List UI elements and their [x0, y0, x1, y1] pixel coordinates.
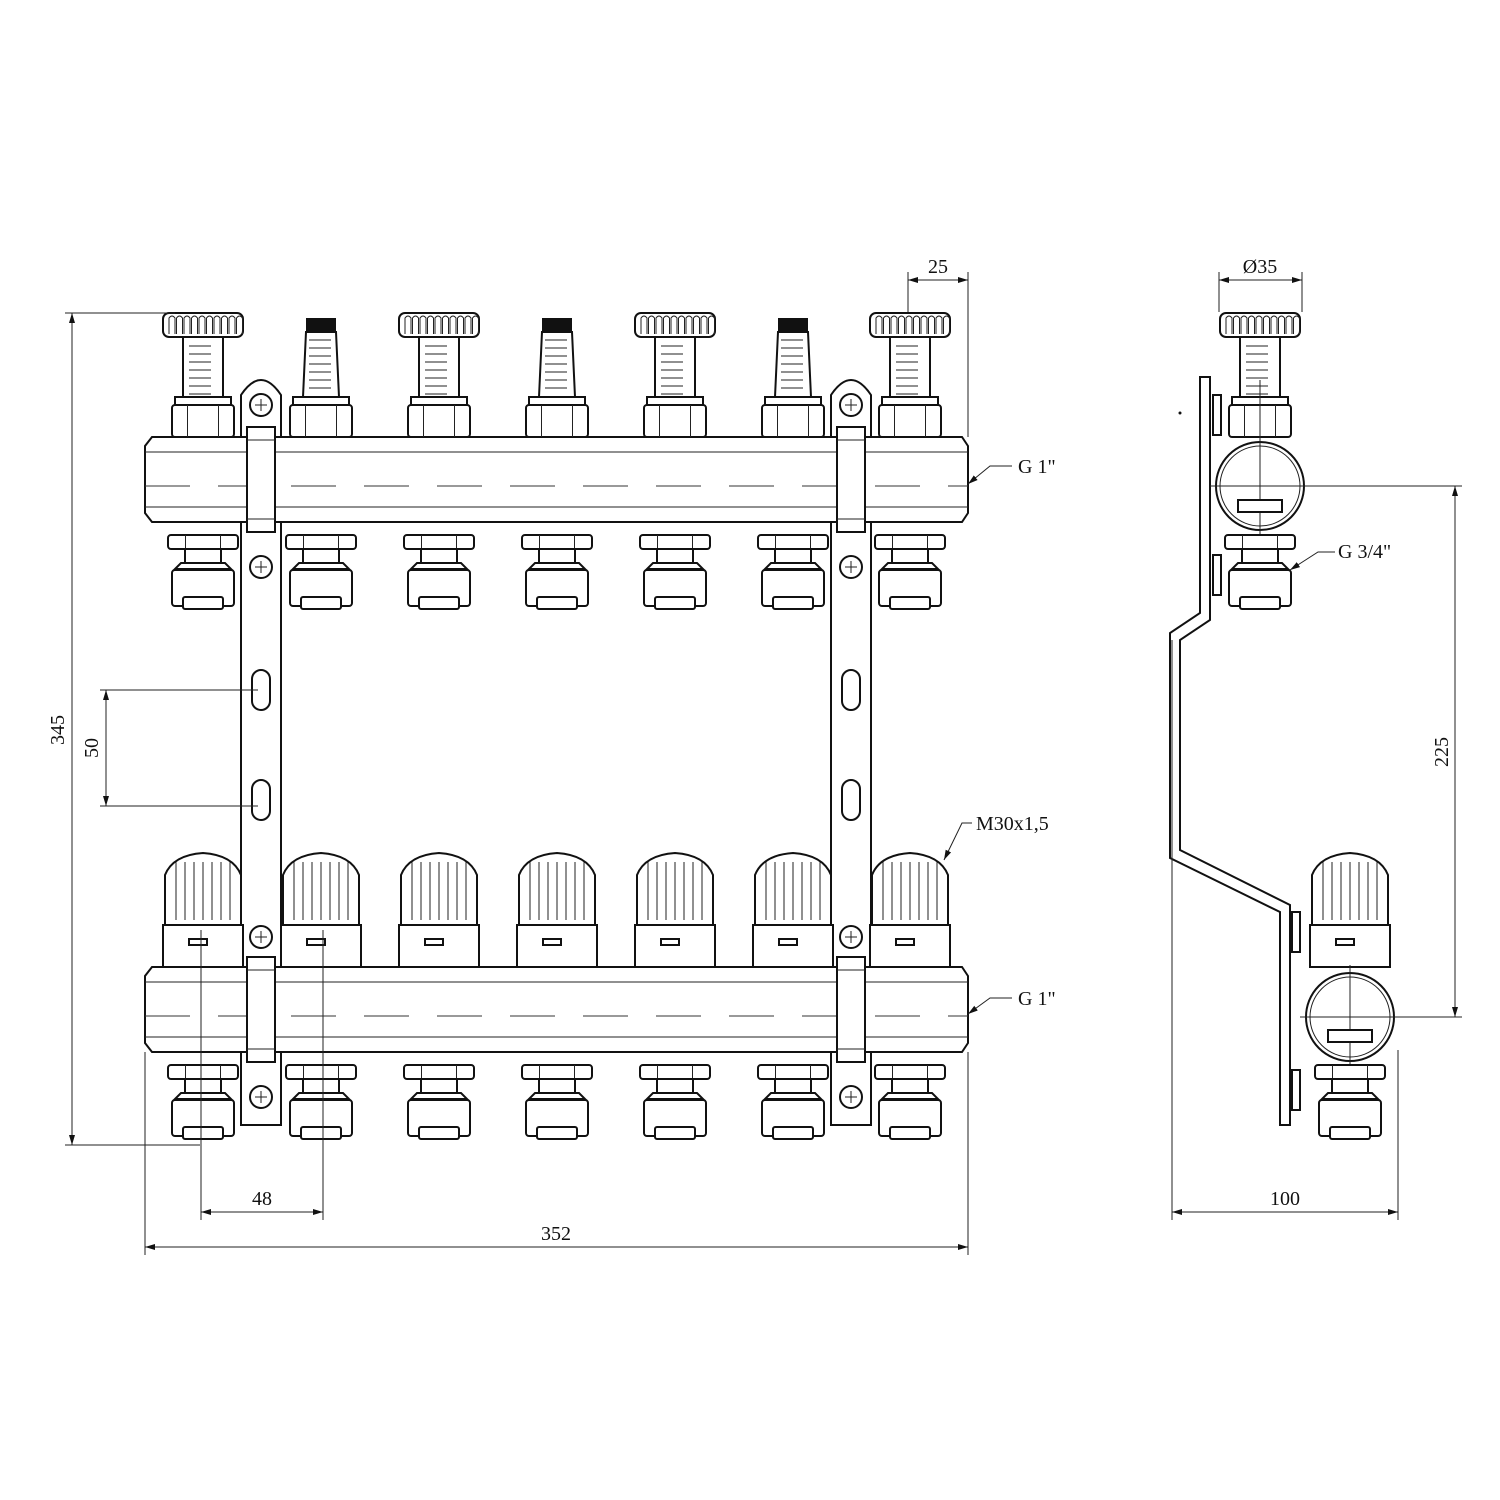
outlet-4 [516, 318, 598, 1140]
fitting-neck [656, 548, 694, 564]
cap-ring [752, 924, 834, 968]
spindle-cap [542, 318, 572, 332]
dim-bar-end-offset: 25 [928, 256, 948, 278]
fitting-neck [656, 1078, 694, 1094]
scale-stem [418, 336, 460, 398]
bracket-slot [841, 669, 861, 711]
fitting-neck [891, 548, 929, 564]
outlet-1 [162, 312, 244, 1140]
nut-collar [646, 396, 704, 406]
fitting-neck [1331, 1078, 1369, 1094]
nut-collar [764, 396, 822, 406]
nut-collar [528, 396, 586, 406]
return-bar-bottom [144, 966, 969, 1053]
fitting-neck [538, 1078, 576, 1094]
hex-nut [285, 534, 357, 550]
nut-collar [881, 396, 939, 406]
label-outlet-thread: G 3/4" [1338, 541, 1391, 563]
hex-nut [639, 534, 711, 550]
hex-nut [521, 534, 593, 550]
dim-outlet-pitch: 48 [252, 1188, 272, 1210]
hex-nut [521, 1064, 593, 1080]
dim-width-total: 352 [541, 1223, 571, 1245]
hex-nut [757, 1064, 829, 1080]
hex-nut [171, 404, 235, 438]
side-view [1169, 312, 1395, 1140]
fitting-neck [774, 548, 812, 564]
outlet-5 [634, 312, 716, 1140]
hex-nut [1224, 534, 1296, 550]
label-top-bar-thread: G 1" [1018, 456, 1056, 478]
hex-nut [167, 534, 239, 550]
outlet-7 [869, 312, 951, 1140]
hex-nut [1314, 1064, 1386, 1080]
fitting-neck [420, 1078, 458, 1094]
valve-row [162, 312, 951, 1140]
bracket-strap [246, 393, 276, 1109]
label-bottom-bar-thread: G 1" [1018, 988, 1056, 1010]
bracket-slot [251, 779, 271, 821]
hex-nut [403, 1064, 475, 1080]
hex-nut [407, 404, 471, 438]
dimensions [65, 272, 1462, 1255]
dim-depth: 100 [1270, 1188, 1300, 1210]
nut-collar [292, 396, 350, 406]
fitting-neck [302, 548, 340, 564]
supply-bar-top [144, 436, 969, 523]
fitting-neck [891, 1078, 929, 1094]
hex-nut [285, 1064, 357, 1080]
nut-collar [410, 396, 468, 406]
spindle-cap [778, 318, 808, 332]
fitting-neck [774, 1078, 812, 1094]
bracket-straps [246, 393, 866, 1109]
bracket-strap [836, 393, 866, 1109]
outlet-6 [752, 318, 834, 1140]
hex-nut [874, 534, 946, 550]
fitting-neck [184, 1078, 222, 1094]
hex-nut [878, 404, 942, 438]
hex-nut [761, 404, 825, 438]
scale-stem [889, 336, 931, 398]
outlet-2 [280, 318, 362, 1140]
hex-nut [757, 534, 829, 550]
hex-nut [167, 1064, 239, 1080]
side-bracket [1169, 376, 1291, 1126]
nut-collar [174, 396, 232, 406]
fitting-neck [420, 548, 458, 564]
fitting-neck [184, 548, 222, 564]
bracket-slot [841, 779, 861, 821]
hex-nut [643, 404, 707, 438]
spindle-cap [306, 318, 336, 332]
fitting-neck [1241, 548, 1279, 564]
scale-stem [182, 336, 224, 398]
hex-nut [639, 1064, 711, 1080]
dim-bar-spacing: 225 [1431, 737, 1453, 767]
dim-height-total: 345 [47, 715, 69, 745]
dim-slot-spacing: 50 [81, 738, 103, 758]
hex-nut [289, 404, 353, 438]
fitting-neck [538, 548, 576, 564]
hex-nut [874, 1064, 946, 1080]
dim-knob-diameter: Ø35 [1243, 256, 1277, 278]
fitting-neck [302, 1078, 340, 1094]
label-valve-thread: M30x1,5 [976, 813, 1049, 835]
hex-nut [525, 404, 589, 438]
outlet-3 [398, 312, 480, 1140]
hex-nut [403, 534, 475, 550]
